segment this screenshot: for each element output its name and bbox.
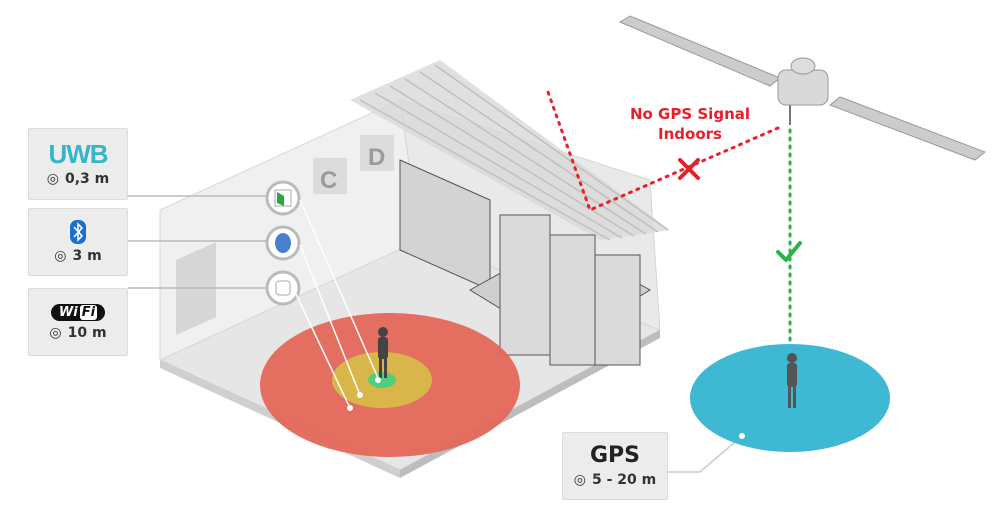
checkmark-icon (776, 241, 802, 262)
storage-racks (399, 159, 651, 366)
aisle-letter-d: D (368, 144, 385, 171)
outdoor-person-figure (787, 353, 797, 408)
bluetooth-panel: ◎3 m (28, 208, 128, 276)
gps-panel: GPS ◎5 - 20 m (562, 432, 668, 500)
target-icon: ◎ (573, 472, 586, 488)
worker-figure (378, 327, 388, 378)
uwb-logo: UWB (48, 139, 108, 169)
blocked-signal-path (546, 90, 780, 213)
roof (350, 60, 670, 240)
uwb-zone (368, 372, 396, 388)
aisle-letter-c: C (320, 167, 337, 194)
target-icon: ◎ (46, 171, 59, 187)
target-icon: ◎ (54, 248, 67, 264)
target-icon: ◎ (49, 324, 62, 341)
uwb-anchor (265, 180, 301, 216)
uwb-panel: UWB ◎0,3 m (28, 128, 128, 200)
bluetooth-beacon (265, 225, 301, 261)
blocked-x-icon (678, 158, 700, 180)
connector-lines (128, 195, 743, 473)
no-gps-signal-label: No GPS Signal Indoors (629, 105, 751, 143)
wifi-access-point (265, 270, 301, 306)
gps-title: GPS (589, 443, 641, 468)
satellite (618, 15, 986, 161)
bluetooth-icon (70, 220, 86, 244)
roof-slats (359, 64, 669, 241)
